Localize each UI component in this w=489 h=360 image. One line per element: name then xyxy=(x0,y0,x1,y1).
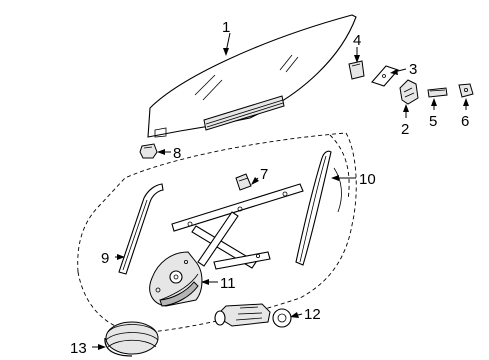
callout-13: 13 xyxy=(70,340,87,357)
leader-lines xyxy=(92,32,469,350)
guide-plate[interactable] xyxy=(371,65,399,87)
door-glass[interactable] xyxy=(147,14,357,138)
retainer-clip[interactable] xyxy=(458,83,474,98)
callout-1: 1 xyxy=(222,19,230,36)
callout-7: 7 xyxy=(260,166,268,183)
callout-6: 6 xyxy=(461,113,469,130)
roller-clip[interactable] xyxy=(235,173,252,191)
callout-12: 12 xyxy=(304,306,321,323)
guide-bracket[interactable] xyxy=(399,79,419,105)
callout-5: 5 xyxy=(429,113,437,130)
glass-clip[interactable] xyxy=(139,143,158,159)
callout-3: 3 xyxy=(409,61,417,78)
callout-labels: 1 4 3 2 5 6 8 7 10 9 11 12 13 xyxy=(70,19,469,357)
window-motor[interactable] xyxy=(214,303,292,328)
stop-bracket[interactable] xyxy=(348,60,365,80)
speaker-boot[interactable] xyxy=(104,321,159,357)
callout-9: 9 xyxy=(101,250,109,267)
window-regulator[interactable] xyxy=(149,183,304,307)
callout-10: 10 xyxy=(359,171,376,188)
callout-2: 2 xyxy=(401,121,409,138)
door-inner-panel-outline xyxy=(77,132,357,334)
bumper-pad[interactable] xyxy=(427,87,448,98)
callout-8: 8 xyxy=(173,145,181,162)
callout-11: 11 xyxy=(220,275,236,292)
callout-4: 4 xyxy=(353,32,361,49)
rear-run-channel[interactable] xyxy=(295,150,342,266)
front-run-channel[interactable] xyxy=(118,183,164,275)
